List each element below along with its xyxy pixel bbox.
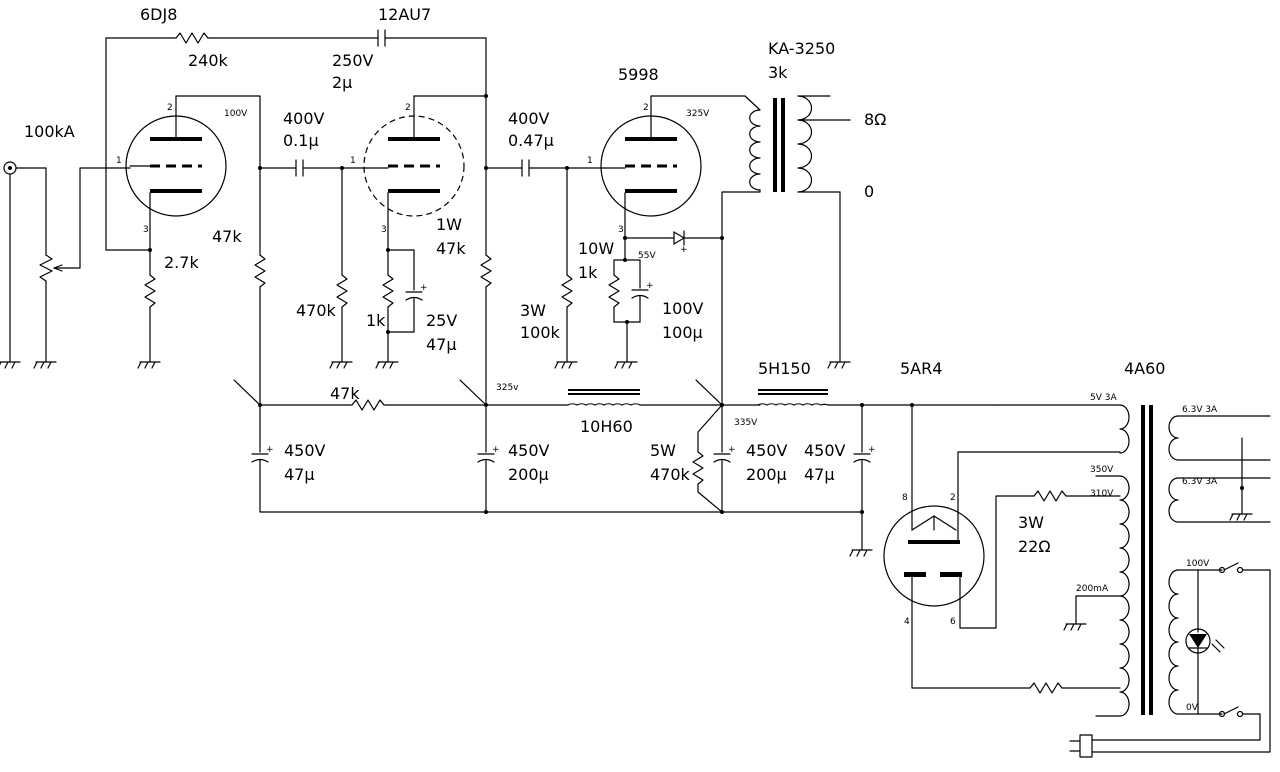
resistor-label: 47k: [212, 227, 242, 246]
pin-label: 2: [167, 103, 173, 113]
voltage-label: 335V: [734, 418, 758, 428]
filter-capacitors: + + + +: [251, 404, 876, 557]
pin-label: 3: [381, 225, 387, 235]
capacitor-label: 47μ: [426, 335, 457, 354]
power-transformer-label: 4A60: [1124, 359, 1165, 378]
capacitor-label: 250V: [332, 51, 374, 70]
cathode-network-v1: [105, 37, 161, 369]
svg-text:+: +: [868, 445, 876, 455]
voltage-label: 200mA: [1076, 584, 1109, 594]
output-impedance-label: 3k: [768, 63, 788, 82]
svg-text:+: +: [646, 281, 654, 291]
capacitor-label: 450V: [284, 441, 326, 460]
pin-label: 3: [143, 225, 149, 235]
capacitor-label: 400V: [508, 109, 550, 128]
rectifier-label: 5AR4: [900, 359, 942, 378]
b-plus-rail: [233, 379, 1121, 411]
svg-text:+: +: [266, 445, 274, 455]
pin-label: 6: [950, 617, 956, 627]
tube-v2: [363, 95, 487, 251]
resistor-label: 100k: [520, 323, 561, 342]
choke-label: 10H60: [580, 417, 633, 436]
power-transformer: [1063, 404, 1271, 758]
resistor-label: 10W: [578, 239, 614, 258]
capacitor-label: 0.47μ: [508, 131, 554, 150]
capacitor-label: 200μ: [508, 465, 549, 484]
svg-text:+: +: [728, 445, 736, 455]
output-transformer: [721, 95, 851, 406]
pin-label: 2: [405, 103, 411, 113]
voltage-label: 310V: [1090, 489, 1114, 499]
voltage-label: 350V: [1090, 465, 1114, 475]
capacitor-label: 47μ: [804, 465, 835, 484]
resistor-label: 3W: [520, 301, 546, 320]
resistor-label: 3W: [1018, 513, 1044, 532]
voltage-label: 100V: [1186, 559, 1210, 569]
resistor-label: 2.7k: [164, 253, 199, 272]
resistor-label: 1W: [436, 215, 462, 234]
plate-load-v2: [480, 94, 605, 406]
voltage-label: 0V: [1186, 703, 1199, 713]
volume-label: 100kA: [24, 122, 75, 141]
cathode-network-v2: +: [375, 248, 428, 369]
resistor-label: 1k: [578, 263, 598, 282]
resistor-label: 240k: [188, 51, 229, 70]
svg-text:+: +: [680, 245, 688, 255]
capacitor-label: 100V: [662, 299, 704, 318]
pin-label: 2: [643, 103, 649, 113]
pin-label: 3: [618, 225, 624, 235]
resistor-label: 5W: [650, 441, 676, 460]
power-resistors: [1029, 490, 1121, 694]
choke-label: 5H150: [758, 359, 811, 378]
voltage-label: 55V: [638, 251, 656, 261]
pin-label: 1: [350, 156, 356, 166]
voltage-label: 100V: [224, 109, 248, 119]
voltage-label: 325V: [686, 109, 710, 119]
resistor-label: 470k: [296, 301, 337, 320]
tube-v1-label: 6DJ8: [140, 5, 177, 24]
tube-v3-label: 5998: [618, 65, 659, 84]
tap-label: 8Ω: [864, 110, 886, 129]
output-transformer-label: KA-3250: [768, 39, 835, 58]
resistor-label: 47k: [436, 239, 466, 258]
pin-label: 8: [902, 493, 908, 503]
capacitor-label: 450V: [508, 441, 550, 460]
pin-label: 1: [587, 156, 593, 166]
input-jack: [0, 161, 47, 369]
voltage-label: 6.3V 3A: [1182, 477, 1218, 487]
resistor-label: 470k: [650, 465, 691, 484]
svg-text:+: +: [492, 445, 500, 455]
capacitor-label: 2μ: [332, 73, 352, 92]
capacitor-label: 200μ: [746, 465, 787, 484]
resistor-label: 1k: [366, 311, 386, 330]
tube-v2-label: 12AU7: [378, 5, 431, 24]
capacitor-label: 450V: [804, 441, 846, 460]
tap-label: 0: [864, 182, 874, 201]
capacitor-label: 400V: [283, 109, 325, 128]
voltage-label: 6.3V 3A: [1182, 405, 1218, 415]
voltage-label: 5V 3A: [1090, 393, 1117, 403]
plate-load-v1: [254, 95, 367, 406]
resistor-label: 22Ω: [1018, 537, 1051, 556]
svg-text:+: +: [420, 283, 428, 293]
pin-label: 2: [950, 493, 956, 503]
pin-label: 4: [904, 617, 910, 627]
resistor-label: 47k: [330, 384, 360, 403]
volume-pot: [33, 167, 131, 369]
feedback-network: [105, 29, 487, 97]
capacitor-label: 450V: [746, 441, 788, 460]
capacitor-label: 25V: [426, 311, 457, 330]
tube-v1: [125, 95, 261, 251]
pin-label: 1: [116, 156, 122, 166]
capacitor-label: 47μ: [284, 465, 315, 484]
voltage-label: 325v: [496, 383, 519, 393]
rectifier-tube: [883, 404, 1121, 689]
cathode-network-v3: + +: [608, 230, 724, 369]
capacitor-label: 0.1μ: [283, 131, 319, 150]
capacitor-label: 100μ: [662, 323, 703, 342]
tube-v3: [600, 95, 761, 261]
